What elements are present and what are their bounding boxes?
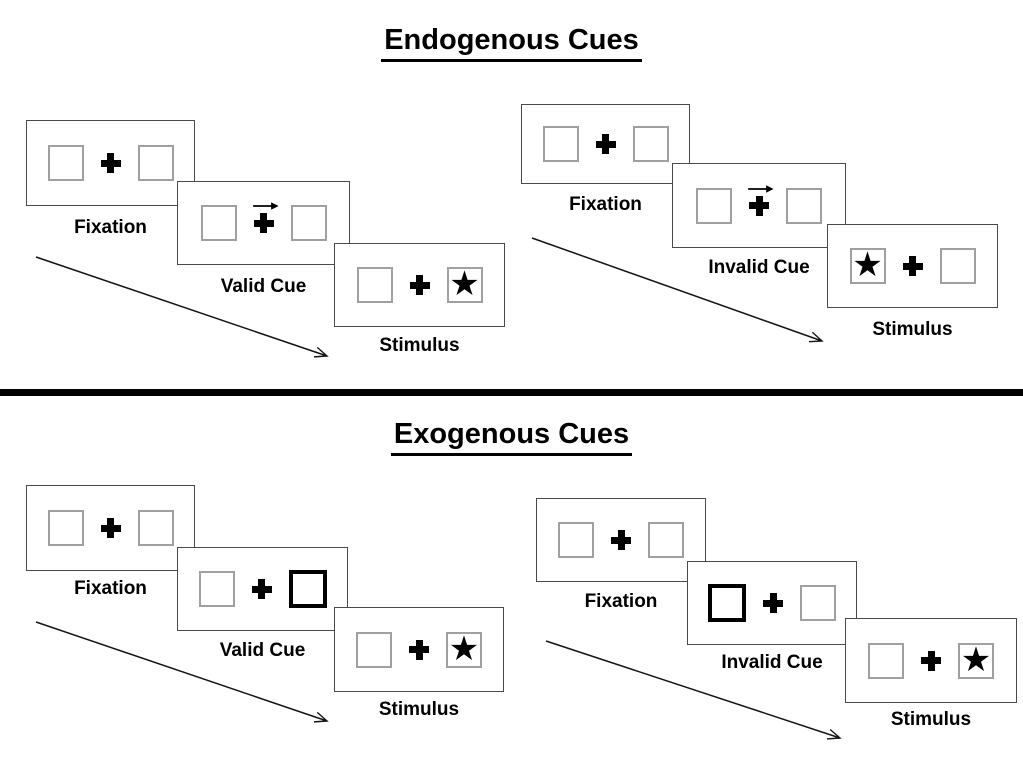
fixation-cross-icon <box>611 530 631 550</box>
highlighted-cue-box <box>708 584 746 622</box>
section-title-endogenous: Endogenous Cues <box>0 24 1023 62</box>
panel-label: Fixation <box>74 578 147 599</box>
empty-box <box>47 145 84 181</box>
timeline-arrow-endogenous-valid <box>35 256 329 358</box>
empty-box <box>137 145 174 181</box>
panel-label: Invalid Cue <box>708 257 810 278</box>
fixation-cross-icon <box>902 256 923 276</box>
invalid-cue-panel <box>687 561 857 645</box>
cue-center <box>748 184 774 216</box>
empty-box <box>800 585 836 621</box>
timeline-arrow-endogenous-invalid <box>531 237 824 343</box>
empty-box <box>542 126 579 162</box>
fixation-panel <box>536 498 706 582</box>
invalid-cue-panel <box>672 163 846 248</box>
fixation-cross-icon <box>253 213 274 233</box>
target-box: ★ <box>446 628 482 669</box>
empty-box <box>198 571 235 607</box>
target-box: ★ <box>446 264 483 304</box>
panel-label: Valid Cue <box>220 276 307 297</box>
empty-box <box>356 267 393 303</box>
target-box: ★ <box>958 639 994 680</box>
panel-label: Stimulus <box>872 319 953 340</box>
valid-cue-panel <box>177 181 350 265</box>
empty-box <box>868 642 904 679</box>
fixation-panel <box>26 485 195 571</box>
empty-box <box>290 205 327 241</box>
fixation-cross-icon <box>100 153 121 173</box>
empty-box <box>356 631 392 668</box>
panel-label: Fixation <box>569 194 642 215</box>
cue-arrow-right-icon <box>252 202 279 210</box>
timeline-arrow-exogenous-valid <box>35 621 329 723</box>
target-box: ★ <box>849 245 886 285</box>
fixation-cross-icon <box>251 579 272 599</box>
cue-arrow-right-icon <box>748 184 774 193</box>
star-stimulus-icon: ★ <box>960 639 992 680</box>
fixation-cross-icon <box>749 195 769 216</box>
empty-box <box>137 510 174 546</box>
empty-box <box>558 522 594 558</box>
section-title-exogenous: Exogenous Cues <box>0 418 1023 456</box>
panel-label: Valid Cue <box>219 640 306 661</box>
cue-center <box>252 202 279 233</box>
fixation-cross-icon <box>921 650 941 671</box>
fixation-cross-icon <box>595 134 616 154</box>
fixation-cross-icon <box>100 518 121 538</box>
empty-box <box>632 126 669 162</box>
timeline-arrow-exogenous-invalid <box>545 640 842 740</box>
star-stimulus-icon: ★ <box>449 264 480 304</box>
panel-label: Stimulus <box>890 709 972 730</box>
panel-label: Invalid Cue <box>721 652 823 673</box>
fixation-panel <box>26 120 195 206</box>
star-stimulus-icon: ★ <box>852 245 883 285</box>
highlighted-cue-box <box>288 570 327 608</box>
stimulus-panel: ★ <box>827 224 998 308</box>
star-stimulus-icon: ★ <box>448 628 480 669</box>
valid-cue-panel <box>177 547 348 631</box>
fixation-cross-icon <box>409 639 429 660</box>
panel-label: Stimulus <box>378 699 460 720</box>
panel-label: Fixation <box>584 591 658 612</box>
empty-box <box>200 205 237 241</box>
empty-box <box>786 187 822 224</box>
empty-box <box>648 522 684 558</box>
section-divider <box>0 389 1023 396</box>
empty-box <box>47 510 84 546</box>
empty-box <box>696 187 732 224</box>
stimulus-panel: ★ <box>334 607 504 692</box>
panel-label: Fixation <box>74 217 147 238</box>
fixation-cross-icon <box>409 275 430 295</box>
fixation-cross-icon <box>763 593 783 613</box>
stimulus-panel: ★ <box>334 243 505 327</box>
empty-box <box>939 248 976 284</box>
section-title-text: Exogenous Cues <box>390 418 633 456</box>
fixation-panel <box>521 104 690 184</box>
panel-label: Stimulus <box>379 335 460 356</box>
stimulus-panel: ★ <box>845 618 1017 703</box>
section-title-text: Endogenous Cues <box>381 24 642 62</box>
